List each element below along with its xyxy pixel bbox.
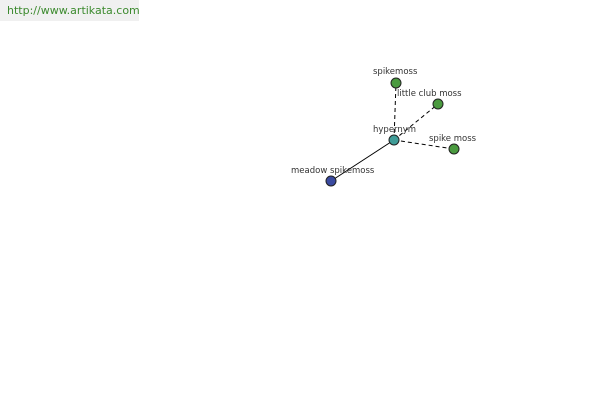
site-url-text[interactable]: http://www.artikata.com xyxy=(7,4,140,17)
node-meadow-spikemoss-label: meadow spikemoss xyxy=(291,166,375,176)
node-little-club-moss[interactable]: little club moss xyxy=(397,89,462,110)
edge-hypernym-little-club-moss xyxy=(393,103,439,141)
node-hypernym-label: hypernym xyxy=(373,125,416,135)
node-spike-moss-label: spike moss xyxy=(429,134,477,144)
node-little-club-moss-label: little club moss xyxy=(397,89,462,99)
nodes-layer: spikemoss little club moss spike moss me… xyxy=(291,67,477,187)
node-spikemoss[interactable]: spikemoss xyxy=(373,67,418,89)
edge-hypernym-spikemoss xyxy=(393,82,397,141)
node-hypernym[interactable]: hypernym xyxy=(373,125,416,146)
node-spikemoss-marker[interactable] xyxy=(390,77,402,89)
edge-hypernym-spike-moss xyxy=(393,139,455,150)
node-meadow-spikemoss[interactable]: meadow spikemoss xyxy=(291,166,375,187)
node-spike-moss[interactable]: spike moss xyxy=(429,134,477,155)
edges-layer xyxy=(330,82,455,182)
node-little-club-moss-marker[interactable] xyxy=(432,98,444,110)
node-spike-moss-marker[interactable] xyxy=(448,143,460,155)
node-hypernym-marker[interactable] xyxy=(388,134,400,146)
node-spikemoss-label: spikemoss xyxy=(373,67,418,77)
node-meadow-spikemoss-marker[interactable] xyxy=(325,175,337,187)
url-banner: http://www.artikata.com xyxy=(0,0,140,21)
edge-hypernym-meadow-spikemoss xyxy=(330,139,395,182)
